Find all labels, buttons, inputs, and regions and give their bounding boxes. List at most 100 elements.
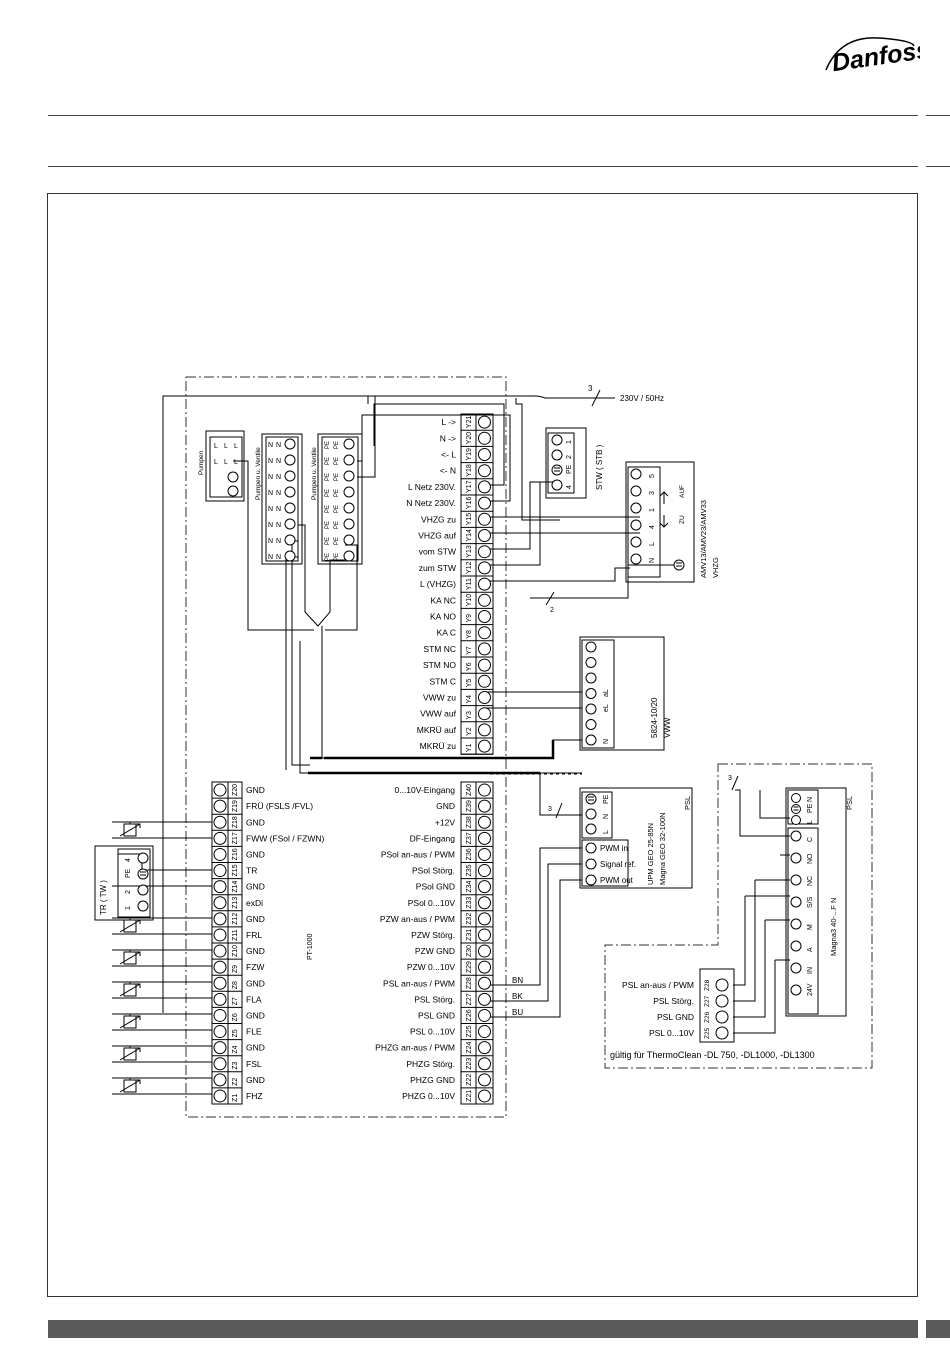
magna-sub-id: Z25	[704, 1027, 711, 1039]
z-left-screw	[213, 896, 227, 910]
pump-pe-label: PE	[325, 521, 331, 529]
pump-pe-label: PE	[325, 489, 331, 497]
z-left-label: GND	[246, 817, 265, 827]
psl-geo-screw	[585, 823, 597, 835]
magna-wire-count: 3	[728, 775, 732, 782]
z-right-label: PSL an-aus / PWM	[383, 978, 455, 988]
z-left-label: GND	[246, 946, 265, 956]
z-right-label: PSol 0...10V	[408, 898, 456, 908]
z-right-id: Z39	[466, 800, 473, 812]
z-right-screw	[478, 960, 491, 974]
stw-terminal-label: 2	[566, 455, 573, 459]
magna-power-screw	[791, 804, 801, 814]
pump-n-label: N	[276, 554, 281, 561]
psl-geo-power-grid	[581, 791, 613, 839]
z-left-screw	[213, 880, 227, 894]
wire-color-bu: BU	[512, 1008, 523, 1017]
wiring-lines	[112, 376, 873, 1118]
vhzg-screw	[630, 485, 642, 497]
vhzg-earth-screw	[673, 559, 685, 571]
magna-model: Magna3 40-...F N	[829, 898, 838, 956]
vhzg-zu-arrow	[659, 515, 669, 528]
stw-terminal-label: 1	[566, 440, 573, 444]
y-terminal-screw	[478, 610, 491, 623]
magna-sub-label: PSL 0...10V	[649, 1028, 694, 1038]
y-terminal-label: vom STW	[419, 547, 456, 557]
pump-pe-label: PE	[325, 457, 331, 465]
z-right-id: Z37	[466, 832, 473, 844]
z-left-id: Z6	[232, 1013, 239, 1021]
z-right-screw	[478, 815, 491, 829]
z-left-id: Z12	[232, 913, 239, 925]
pump-pe-screw	[343, 470, 355, 482]
z-right-screw	[478, 1089, 491, 1103]
psl-geo-signal-screw	[585, 842, 597, 854]
y-terminal-id: Y3	[466, 711, 473, 720]
psl-geo-signal-label: PWM in	[600, 844, 628, 853]
sensor-arrow	[119, 983, 141, 997]
stw-box	[545, 427, 587, 499]
z-left-screw	[213, 783, 227, 797]
pump-pe-screw	[343, 502, 355, 514]
z-left-label: FHZ	[246, 1091, 263, 1101]
magna-screw	[790, 940, 802, 952]
psl-geo-signal-screw	[585, 858, 597, 870]
pump-n-label: N	[268, 506, 273, 513]
stw-screw	[551, 479, 563, 491]
z-left-label: FRL	[246, 930, 262, 940]
z-right-screw	[478, 799, 491, 813]
pump-n-label: N	[268, 522, 273, 529]
pump-n-screw	[284, 534, 296, 546]
pump-n-screw	[284, 550, 296, 562]
psl-geo-power-label: L	[603, 830, 610, 834]
magna-terminal-label: NO	[807, 853, 814, 864]
pump-n-screw	[284, 470, 296, 482]
pump-l-label: L	[234, 459, 238, 466]
magna-power-label: L	[807, 820, 814, 824]
y-terminal-label: MKRÜ auf	[417, 725, 457, 735]
z-left-label: TR	[246, 866, 257, 876]
sensor-arrow	[119, 919, 141, 933]
vww-screw	[585, 657, 597, 668]
magna-power-screw	[791, 815, 801, 825]
y-terminal-screw	[478, 577, 491, 591]
y-terminal-screw	[478, 415, 491, 429]
y-terminal-screw	[478, 593, 491, 607]
z-left-screw	[213, 1057, 227, 1071]
pump-l-label: L	[224, 443, 228, 450]
z-right-label: PHZG 0...10V	[402, 1091, 455, 1101]
pump-n-label: N	[268, 490, 273, 497]
magna-power-screw	[791, 793, 801, 803]
stw-terminal-label: 4	[566, 485, 573, 489]
wire-color-bk: BK	[512, 992, 523, 1001]
z-left-id: Z20	[232, 784, 239, 796]
y-terminal-screw	[478, 642, 491, 656]
vhzg-terminal-label: 5	[649, 474, 656, 478]
z-left-screw	[213, 976, 227, 990]
y-terminal-id: Y11	[466, 578, 473, 590]
pump-pe-label: PE	[334, 553, 340, 561]
y-terminal-screw	[478, 545, 491, 559]
pump-l-label: L	[214, 459, 218, 466]
vww-terminal-label: aL	[603, 689, 610, 697]
y-terminal-id: Y8	[466, 630, 473, 639]
z-left-label: GND	[246, 978, 265, 988]
y-terminal-screw	[478, 496, 491, 510]
z-right-screw	[478, 992, 491, 1006]
z-left-label: FSL	[246, 1059, 262, 1069]
tr-terminal-label: 1	[125, 906, 132, 910]
stw-title: STW ( STB )	[595, 444, 604, 490]
vhzg-screw	[630, 553, 642, 565]
z-right-label: PSol GND	[416, 882, 455, 892]
z-left-id: Z8	[232, 981, 239, 989]
vhzg-screw	[630, 502, 642, 514]
z-right-id: Z36	[466, 848, 473, 860]
y-terminal-id: Y9	[466, 614, 473, 623]
y-terminal-screw	[478, 448, 491, 461]
pump-n-screw	[284, 502, 296, 514]
y-terminal-id: Y19	[466, 448, 473, 461]
z-left-id: Z17	[232, 832, 239, 844]
magna-screw	[790, 896, 802, 908]
psl-geo-power-label: N	[603, 814, 610, 819]
